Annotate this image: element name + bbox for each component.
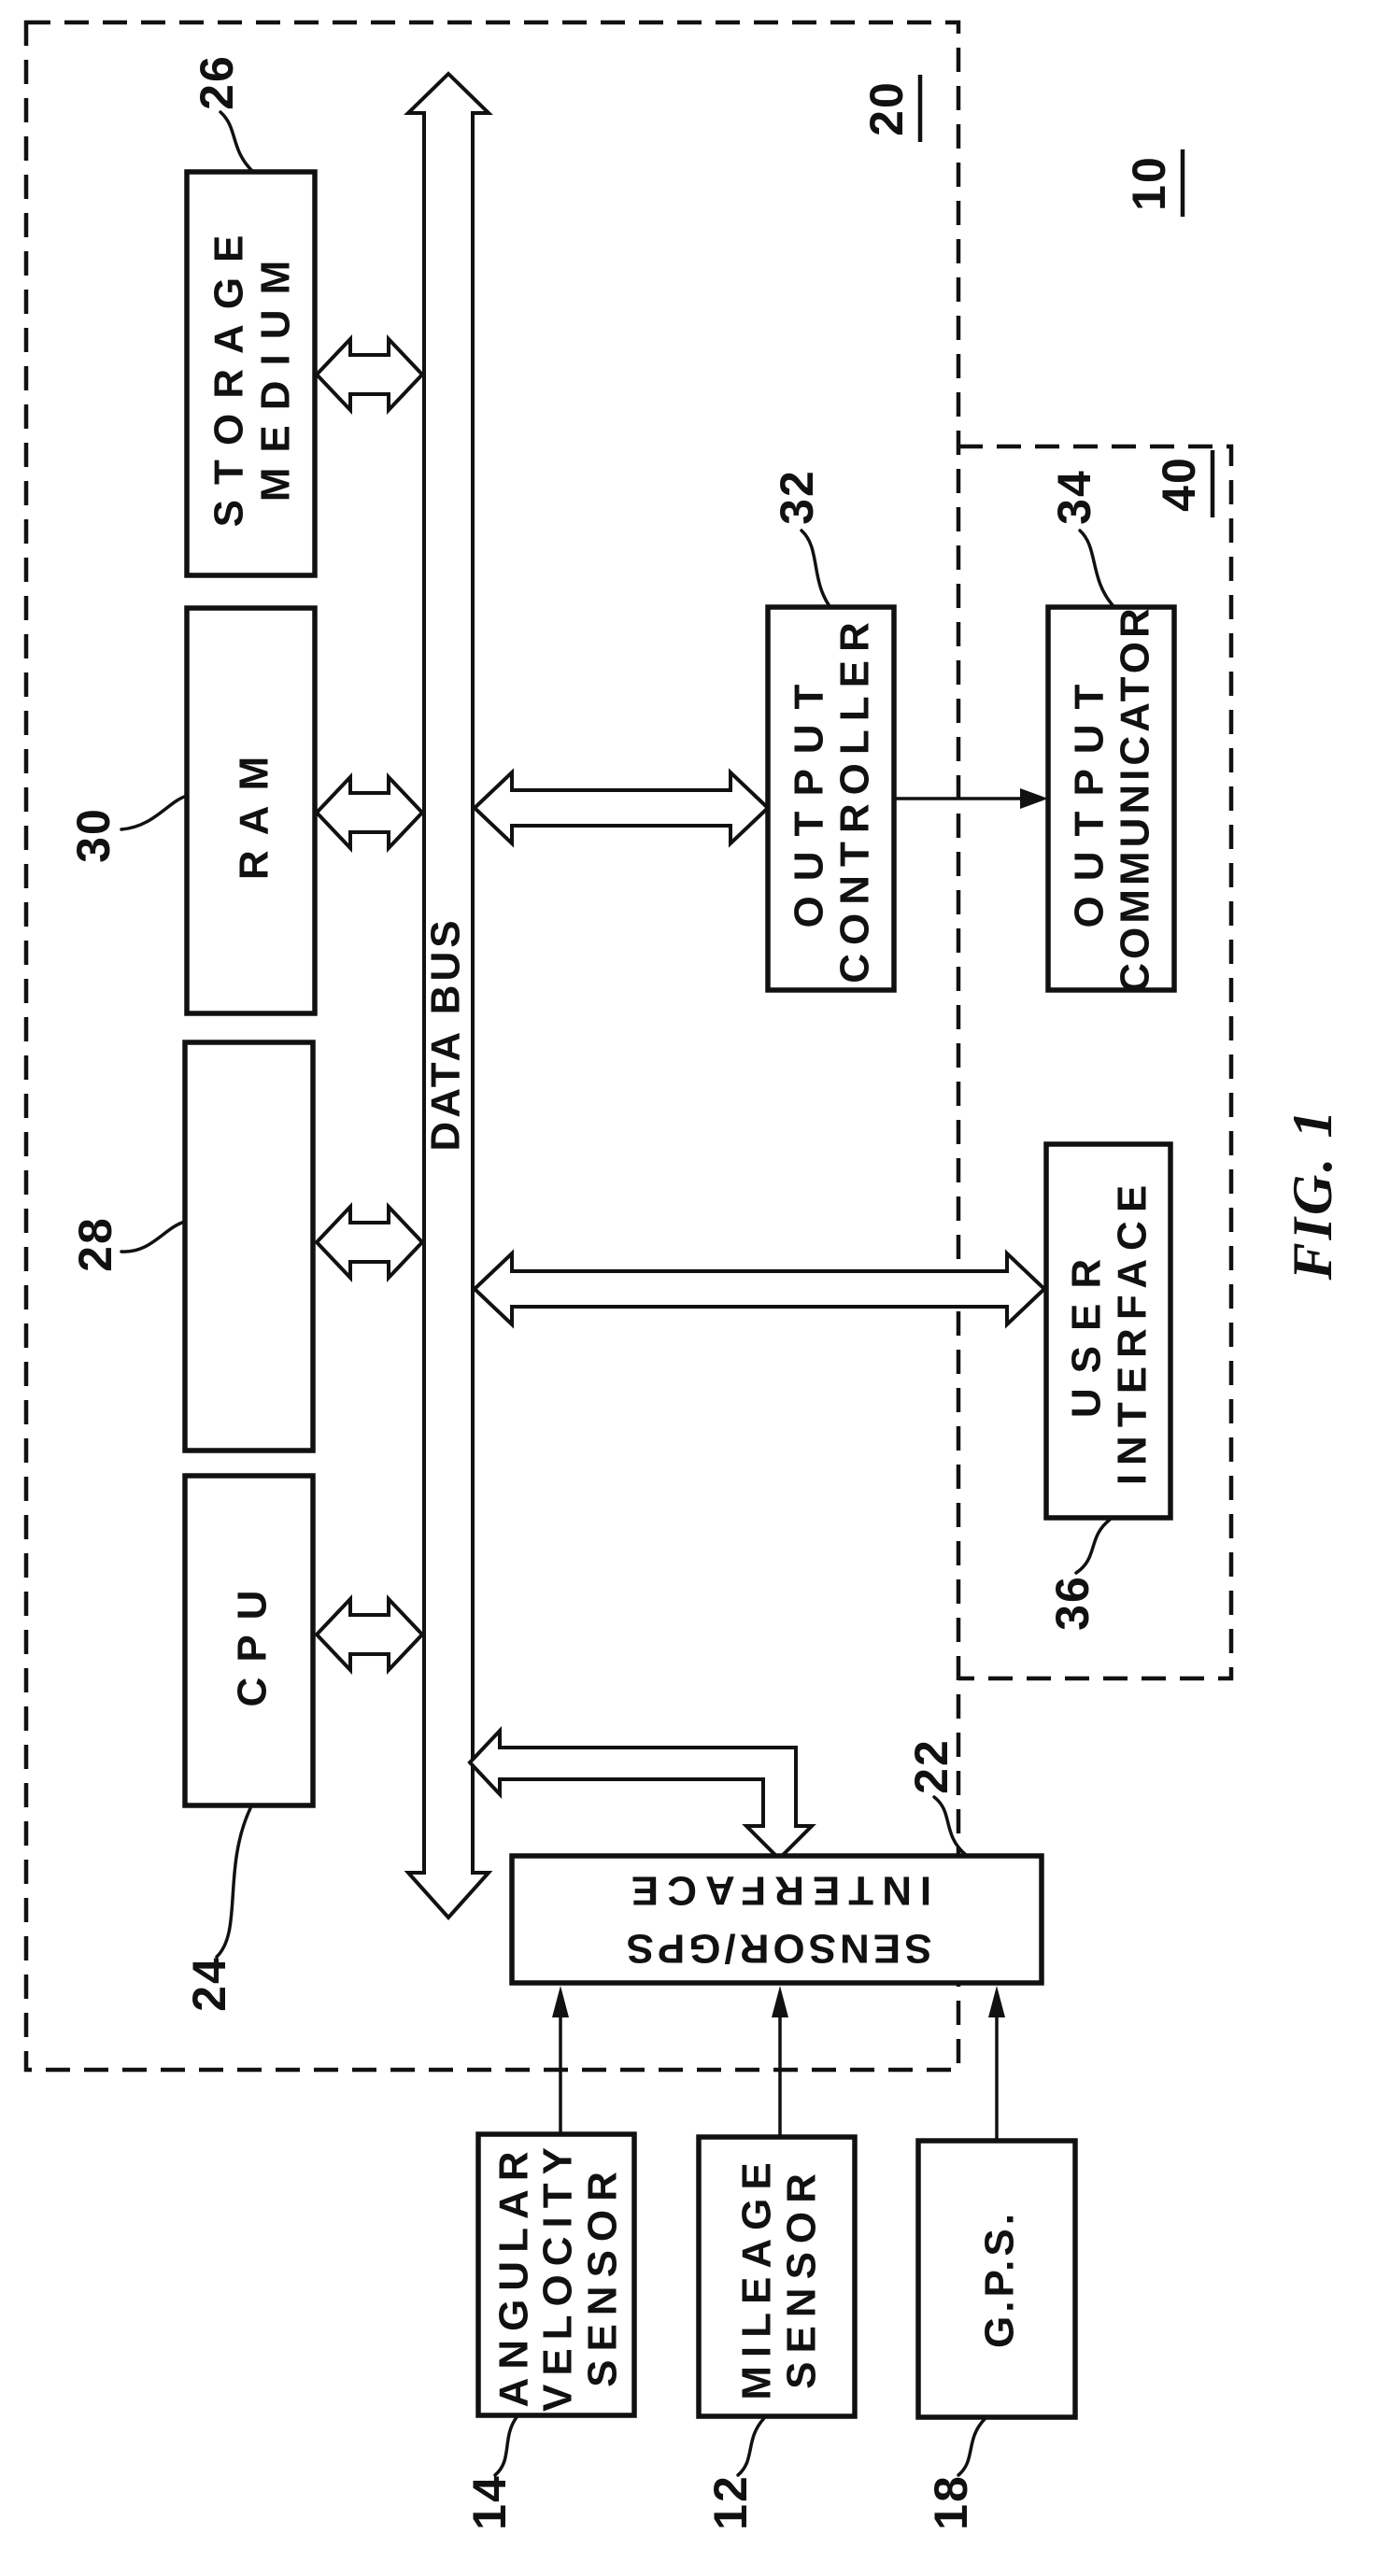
angular-velocity-sensor-label-line3: SENSOR [580,2163,626,2387]
mileage-sensor-label-line2: SENSOR [779,2165,825,2389]
cpu-box [182,1473,316,1808]
storage-medium-label-line1: STORAGE [206,220,252,528]
user-interface-label-line1: USER [1064,1244,1110,1418]
output-controller-label-line2: CONTROLLER [832,614,878,984]
sensor-gps-interface-label-line2: INTERFACE [623,1868,931,1914]
ref-18: 18 [925,2474,977,2530]
lead-30 [120,794,189,831]
lead-34 [1078,529,1115,608]
storage-medium-box [184,169,318,578]
mileage-sensor-label-line1: MILEAGE [734,2154,780,2399]
lead-26 [219,110,255,174]
output-unit-dashed-box [958,444,1234,1681]
sensor-gps-interface-label-line1: SENSOR/GPS [623,1926,932,1972]
gps-label: G.P.S. [977,2210,1023,2348]
mileage-sensor-box [696,2134,858,2419]
storage-medium-label-line2: MEDIUM [253,246,299,502]
ram-box [184,605,318,1016]
user-interface-label-line2: INTERFACE [1110,1177,1156,1485]
output-communicator-label-line2: COMMUNICATOR [1113,604,1158,992]
ref-40: 40 [1153,456,1205,512]
ref-20: 20 [860,80,913,136]
output-controller-box [765,604,897,993]
angular-velocity-sensor-label-line1: ANGULAR [491,2144,537,2408]
lead-14 [493,2415,518,2477]
ram-label: RAM [232,742,277,880]
gps-arrowhead [988,1986,1005,2017]
ref-12: 12 [704,2474,757,2530]
ref-14: 14 [463,2474,516,2530]
lead-22 [932,1795,968,1857]
lead-24 [215,1806,252,1959]
ref-28: 28 [69,1216,121,1272]
cpu-bus-arrow [314,1593,425,1676]
ref-32: 32 [771,469,823,525]
sensor-gps-interface-box [509,1853,1044,1986]
data-bus-arrow [404,71,493,1920]
mileage-sensor-arrowhead [772,1986,788,2017]
angular-sensor-arrowhead [552,1986,569,2017]
lead-28 [120,1220,187,1253]
storage-bus-arrow [314,333,425,416]
controller-communicator-arrowhead [1020,788,1048,809]
ref-30: 30 [67,807,120,863]
lead-18 [957,2417,986,2477]
output-controller-label-line1: OUTPUT [787,670,832,928]
ref-34: 34 [1048,469,1100,525]
gps-box [915,2138,1078,2420]
ref-26: 26 [191,54,243,110]
output-communicator-label-line1: OUTPUT [1067,670,1113,928]
angular-velocity-sensor-box [475,2131,637,2418]
bus-sensor-interface-arrow [467,1725,816,1861]
ref-22: 22 [905,1738,957,1794]
output-communicator-box [1045,604,1177,993]
lead-12 [736,2416,766,2477]
user-interface-box [1043,1141,1173,1521]
data-bus-label: DATA BUS [423,916,469,1151]
memory28-bus-arrow [314,1201,425,1283]
main-unit-dashed-box [23,20,961,2073]
ref-36: 36 [1046,1575,1099,1631]
lead-36 [1074,1518,1112,1575]
bus-output-controller-arrow [472,768,771,848]
cpu-label: CPU [230,1576,276,1707]
figure-caption: FIG. 1 [1282,1108,1343,1281]
memory28-box [182,1040,316,1453]
ref-10: 10 [1123,155,1175,211]
ref-24: 24 [183,1956,235,2012]
ram-bus-arrow [314,771,425,854]
lead-32 [800,529,831,608]
angular-velocity-sensor-label-line2: VELOCITY [535,2139,581,2412]
